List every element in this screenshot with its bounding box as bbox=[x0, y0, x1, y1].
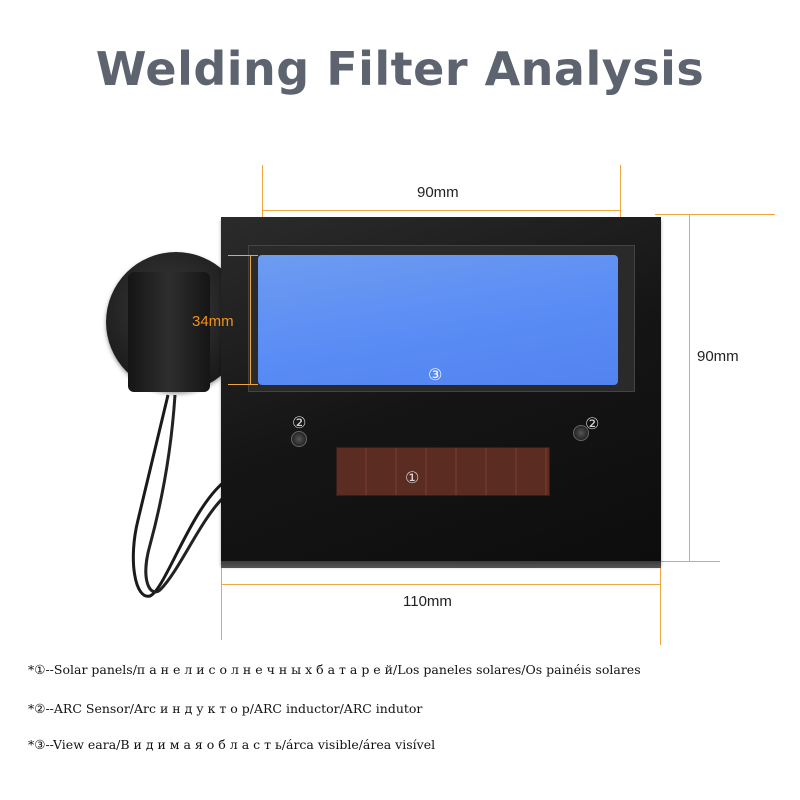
dim-label-bottom-width: 110mm bbox=[403, 593, 452, 610]
dim-label-right-height: 90mm bbox=[697, 348, 739, 365]
dim-guide-view-top bbox=[228, 255, 258, 256]
dim-guide-bottom-left bbox=[221, 560, 222, 640]
battery-plug bbox=[128, 272, 210, 392]
dim-label-view-height: 34mm bbox=[192, 313, 234, 330]
dim-guide-top-right bbox=[620, 165, 621, 265]
legend-arc-sensor: *②--ARC Sensor/Arc и н д у к т о р/ARC i… bbox=[28, 701, 423, 716]
dim-guide-view-bottom bbox=[228, 384, 258, 385]
marker-solar-panel: ① bbox=[405, 468, 420, 487]
dim-guide-right-bottom bbox=[640, 561, 720, 562]
dim-line-right bbox=[689, 214, 690, 562]
dim-line-bottom bbox=[221, 584, 661, 585]
legend-view-area: *③--View eara/В и д и м а я о б л а с т … bbox=[28, 737, 436, 752]
dim-label-top-width: 90mm bbox=[417, 184, 459, 201]
dim-line-view bbox=[250, 255, 251, 385]
solar-panel bbox=[336, 447, 550, 496]
page-title: Welding Filter Analysis bbox=[95, 42, 705, 96]
arc-sensor-left bbox=[291, 431, 307, 447]
marker-sensor-left: ② bbox=[292, 413, 307, 432]
legend-solar-panels: *①--Solar panels/п а н е л и с о л н е ч… bbox=[28, 662, 641, 677]
arc-sensor-right bbox=[573, 425, 589, 441]
dim-guide-bottom-right bbox=[660, 560, 661, 645]
marker-view-area: ③ bbox=[428, 365, 443, 384]
filter-bottom-edge bbox=[221, 561, 661, 568]
marker-sensor-right: ② bbox=[585, 414, 600, 433]
view-area bbox=[258, 255, 618, 385]
dim-guide-top-left bbox=[262, 165, 263, 265]
dim-line-top bbox=[262, 210, 620, 211]
dim-guide-right-top bbox=[655, 214, 775, 215]
